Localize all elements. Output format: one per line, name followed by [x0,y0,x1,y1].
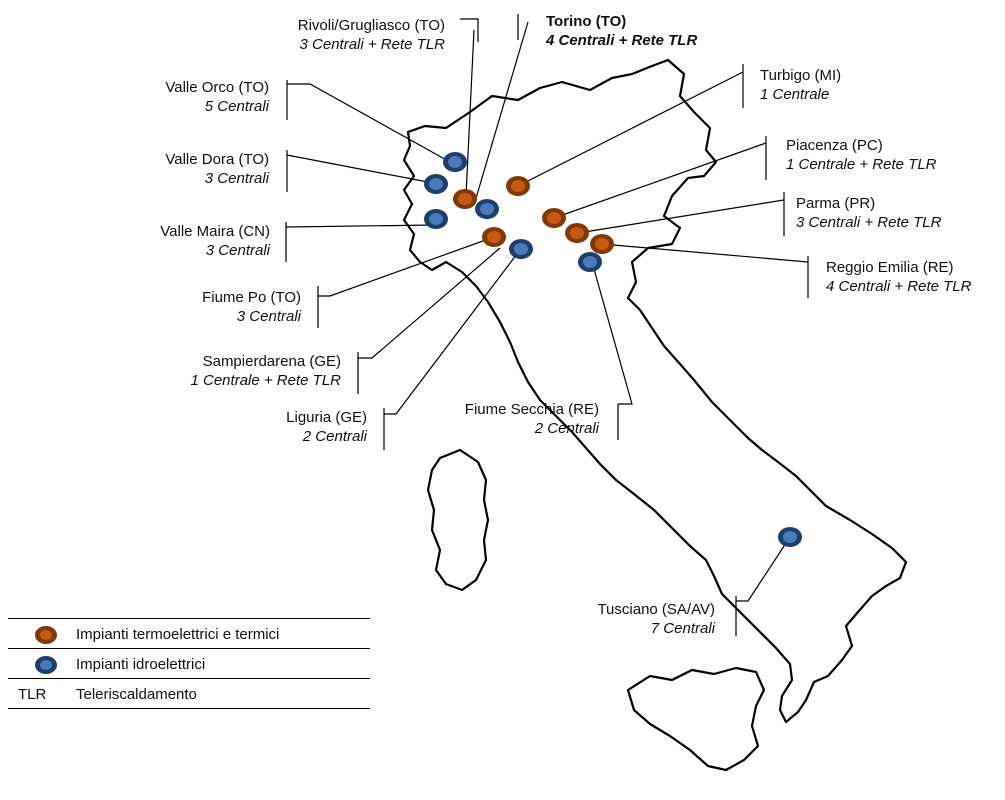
marker-fiume-po [482,227,506,247]
legend-tlr-abbr: TLR [18,686,47,703]
label-fiume-po: Fiume Po (TO)3 Centrali [202,289,301,325]
label-parma: Parma (PR)3 Centrali + Rete TLR [796,195,942,231]
marker-rivoli [453,189,477,209]
legend-hydro-label: Impianti idroelettrici [76,656,206,673]
label-valle-dora: Valle Dora (TO)3 Centrali [165,151,269,187]
marker-secchia [578,252,602,272]
marker-turbigo [506,176,530,196]
label-torino: Torino (TO)4 Centrali + Rete TLR [546,13,698,49]
marker-piacenza [542,208,566,228]
italy-outline [402,58,908,724]
marker-valle-maira [424,209,448,229]
legend-tlr-label: Teleriscaldamento [76,686,197,703]
label-sampierdarena: Sampierdarena (GE)1 Centrale + Rete TLR [190,353,342,389]
label-secchia: Fiume Secchia (RE)2 Centrali [464,401,599,437]
label-rivoli: Rivoli/Grugliasco (TO)3 Centrali + Rete … [297,17,445,53]
marker-tusciano [778,527,802,547]
legend-row-hydro: Impianti idroelettrici [8,650,370,679]
label-valle-maira: Valle Maira (CN)3 Centrali [160,223,270,259]
hydro-marker-icon [35,656,57,674]
marker-parma [565,223,589,243]
legend-row-tlr: TLR Teleriscaldamento [8,680,370,709]
legend-thermal-label: Impianti termoelettrici e termici [76,626,280,643]
sardinia-outline [426,448,490,592]
marker-valle-dora [424,174,448,194]
leader-lines [285,14,809,636]
thermal-marker-icon [35,626,57,644]
label-tusciano: Tusciano (SA/AV)7 Centrali [597,601,715,637]
marker-reggio [590,234,614,254]
sicily-outline [626,666,766,772]
legend [8,618,370,619]
legend-row-thermal: Impianti termoelettrici e termici [8,620,370,649]
label-valle-orco: Valle Orco (TO)5 Centrali [165,79,269,115]
marker-liguria [509,239,533,259]
marker-valle-orco [443,152,467,172]
marker-torino-hydro [475,199,499,219]
label-reggio: Reggio Emilia (RE)4 Centrali + Rete TLR [826,259,972,295]
label-liguria: Liguria (GE)2 Centrali [286,409,367,445]
label-piacenza: Piacenza (PC)1 Centrale + Rete TLR [786,137,937,173]
label-turbigo: Turbigo (MI)1 Centrale [760,67,842,103]
plant-markers [424,152,802,547]
